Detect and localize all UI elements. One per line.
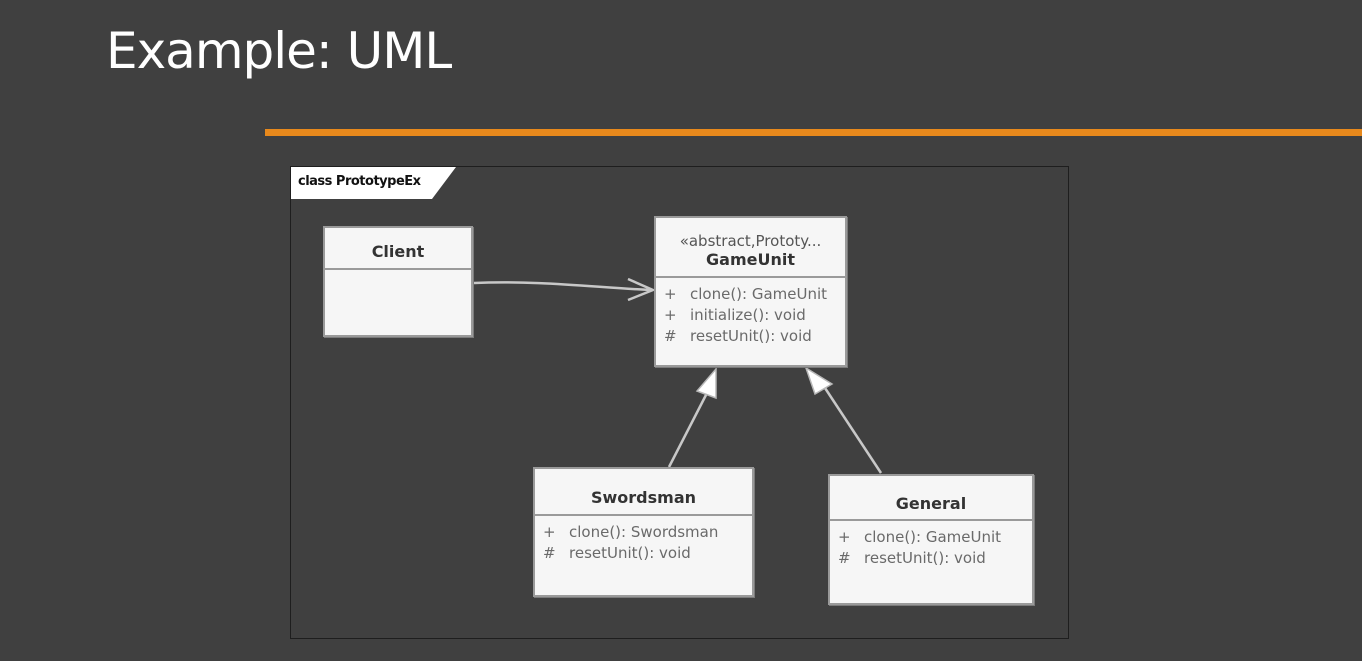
class-client-name: Client	[371, 242, 425, 261]
slide-title: Example: UML	[106, 22, 452, 80]
operation: # resetUnit(): void	[664, 326, 845, 347]
class-swordsman-name: Swordsman	[590, 488, 697, 507]
operation-visibility: #	[543, 544, 556, 562]
frame-label-tab	[291, 167, 456, 199]
association-client-gameunit	[473, 277, 655, 302]
operation-signature: clone(): GameUnit	[690, 285, 828, 303]
operation-signature: clone(): GameUnit	[864, 528, 1002, 546]
operation-visibility: +	[838, 528, 851, 546]
operation: + clone(): Swordsman	[543, 522, 752, 543]
class-gameunit-stereotype: «abstract,Prototy...	[679, 232, 822, 250]
class-general[interactable]: General + clone(): GameUnit # resetUnit(…	[828, 474, 1034, 605]
class-gameunit-operations: + clone(): GameUnit + initialize(): void…	[656, 278, 845, 347]
diagram-frame	[290, 166, 1069, 639]
class-swordsman-operations: + clone(): Swordsman # resetUnit(): void	[535, 516, 752, 564]
class-client[interactable]: Client	[323, 226, 473, 337]
operation-signature: initialize(): void	[690, 306, 806, 324]
class-client-header: Client	[325, 228, 471, 270]
generalization-swordsman-gameunit	[667, 366, 717, 468]
operation: + clone(): GameUnit	[664, 284, 845, 305]
operation-signature: resetUnit(): void	[690, 327, 812, 345]
generalization-general-gameunit	[804, 366, 883, 474]
operation-signature: resetUnit(): void	[864, 549, 986, 567]
operation-signature: clone(): Swordsman	[569, 523, 719, 541]
frame-label: class PrototypeEx	[298, 174, 421, 189]
operation-visibility: #	[838, 549, 851, 567]
operation: + clone(): GameUnit	[838, 527, 1032, 548]
class-gameunit-name: GameUnit	[706, 250, 795, 269]
operation-visibility: +	[543, 523, 556, 541]
class-gameunit-header: «abstract,Prototy... GameUnit	[656, 218, 845, 278]
class-client-operations	[325, 270, 471, 276]
class-general-name: General	[895, 494, 967, 513]
class-swordsman[interactable]: Swordsman + clone(): Swordsman # resetUn…	[533, 467, 754, 597]
class-general-header: General	[830, 476, 1032, 521]
operation-visibility: +	[664, 306, 677, 324]
operation-visibility: +	[664, 285, 677, 303]
operation: # resetUnit(): void	[543, 543, 752, 564]
title-accent-rule	[265, 129, 1362, 136]
operation-visibility: #	[664, 327, 677, 345]
operation: # resetUnit(): void	[838, 548, 1032, 569]
class-general-operations: + clone(): GameUnit # resetUnit(): void	[830, 521, 1032, 569]
class-gameunit[interactable]: «abstract,Prototy... GameUnit + clone():…	[654, 216, 847, 367]
operation: + initialize(): void	[664, 305, 845, 326]
class-swordsman-header: Swordsman	[535, 469, 752, 516]
operation-signature: resetUnit(): void	[569, 544, 691, 562]
